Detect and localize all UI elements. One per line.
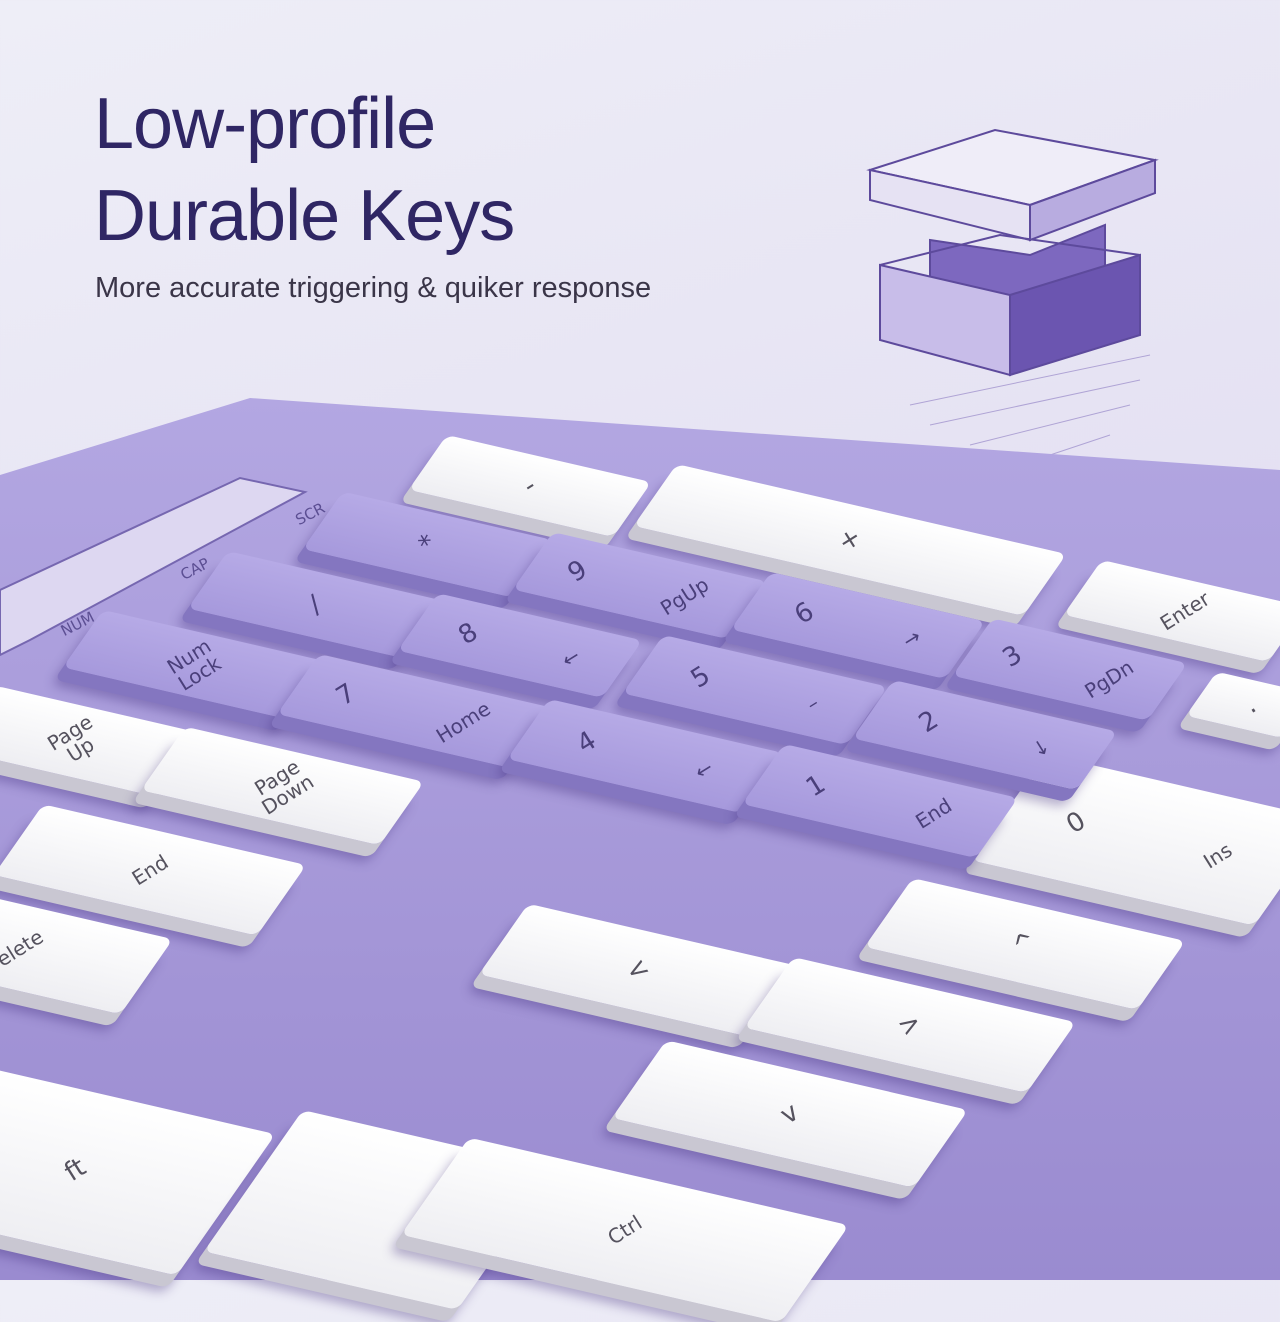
headline-line-1: Low-profile xyxy=(94,84,436,164)
key-label: 9 xyxy=(562,554,593,589)
keycap-sketch-illustration xyxy=(866,128,1159,466)
key-sublabel: ↓ xyxy=(1027,733,1055,763)
subtitle: More accurate triggering & quiker respon… xyxy=(95,272,652,304)
key-label: Page Down xyxy=(250,754,319,820)
key-sublabel: → xyxy=(898,623,926,653)
key-label: * xyxy=(414,528,441,561)
key-label: > xyxy=(892,1006,928,1044)
key-label: Enter xyxy=(1155,586,1215,636)
key-label: Num Lock xyxy=(163,633,226,696)
key-label: ft xyxy=(59,1152,91,1188)
key-label: 0 xyxy=(1061,805,1092,841)
key-label: < xyxy=(620,951,655,989)
key-sublabel: PgUp xyxy=(656,571,714,620)
key-label: 7 xyxy=(331,678,362,713)
key-label: elete xyxy=(0,923,48,972)
key-label: . xyxy=(1238,690,1262,720)
key-label: End xyxy=(127,849,173,891)
key-sublabel: Ins xyxy=(1198,837,1237,874)
key-sublabel: PgDn xyxy=(1081,654,1139,703)
key-label: 3 xyxy=(997,639,1028,674)
key-label: 5 xyxy=(685,660,716,695)
key-sublabel: – xyxy=(802,690,824,717)
key-label: ^ xyxy=(1007,925,1043,963)
key-sublabel: ← xyxy=(689,754,717,785)
key-label: + xyxy=(832,521,868,559)
key-label: 6 xyxy=(789,596,820,631)
key-label: Ctrl xyxy=(603,1210,647,1250)
key-label: 4 xyxy=(571,725,602,760)
key-label: / xyxy=(303,589,327,620)
headline: Low-profile Durable Keys xyxy=(94,78,515,262)
key-label: 1 xyxy=(801,769,832,804)
key-sublabel: ← xyxy=(557,642,585,672)
key-label: - xyxy=(518,470,542,502)
key-label: v xyxy=(775,1097,805,1131)
key-label: 8 xyxy=(453,616,484,651)
key-sublabel: Home xyxy=(431,696,495,748)
key-label: 2 xyxy=(913,704,944,740)
key-label: Page Up xyxy=(42,709,99,767)
headline-line-2: Durable Keys xyxy=(94,176,515,256)
key-sublabel: End xyxy=(910,793,956,834)
